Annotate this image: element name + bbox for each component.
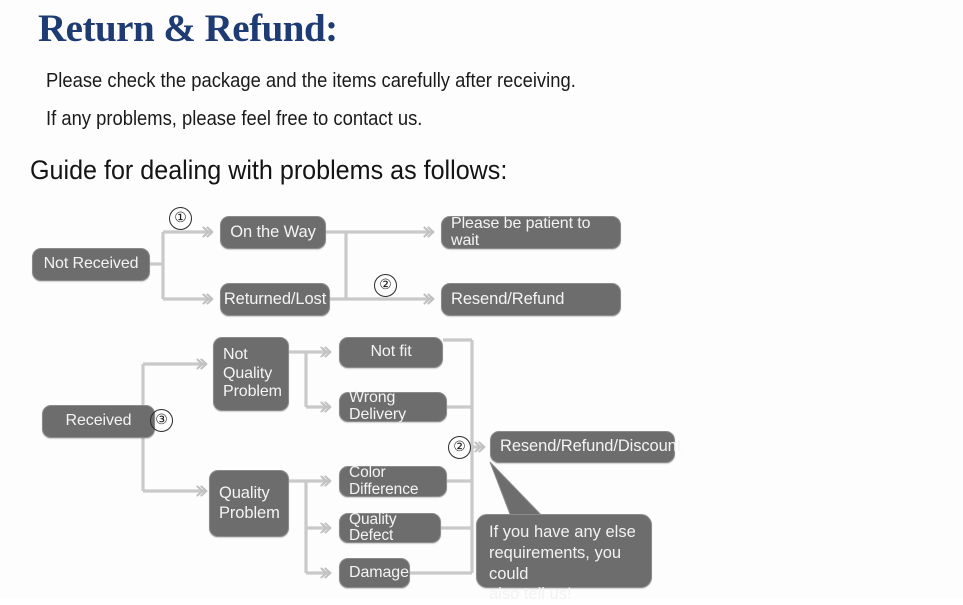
node-resend-refund-discount[interactable]: Resend/Refund/Discount bbox=[490, 431, 681, 463]
node-not-received[interactable]: Not Received bbox=[32, 248, 150, 281]
node-quality-problem[interactable]: Quality Problem bbox=[209, 470, 289, 537]
node-received[interactable]: Received bbox=[42, 405, 155, 438]
page-title: Return & Refund: bbox=[38, 7, 338, 50]
callout-bubble: If you have any else requirements, you c… bbox=[476, 514, 652, 603]
node-on-the-way[interactable]: On the Way bbox=[220, 216, 326, 249]
node-color-difference[interactable]: Color Difference bbox=[339, 465, 447, 497]
lead-text-line-1: Please check the package and the items c… bbox=[46, 70, 576, 92]
node-not-fit[interactable]: Not fit bbox=[339, 337, 443, 368]
marker-1: ① bbox=[169, 207, 192, 230]
node-quality-defect[interactable]: Quality Defect bbox=[339, 511, 441, 544]
node-resend-refund[interactable]: Resend/Refund bbox=[441, 283, 621, 316]
node-returned-lost[interactable]: Returned/Lost bbox=[220, 283, 330, 316]
node-please-be-patient-to-wait[interactable]: Please be patient to wait bbox=[441, 215, 621, 249]
marker-3: ③ bbox=[150, 409, 173, 432]
node-wrong-delivery[interactable]: Wrong Delivery bbox=[339, 389, 447, 423]
marker-2-top: ② bbox=[374, 274, 397, 297]
guide-heading: Guide for dealing with problems as follo… bbox=[30, 155, 508, 185]
node-damage[interactable]: Damage bbox=[339, 558, 410, 588]
marker-2-bottom: ② bbox=[448, 436, 471, 459]
lead-text-line-2: If any problems, please feel free to con… bbox=[46, 108, 423, 130]
node-not-quality-problem[interactable]: Not Quality Problem bbox=[213, 337, 289, 411]
